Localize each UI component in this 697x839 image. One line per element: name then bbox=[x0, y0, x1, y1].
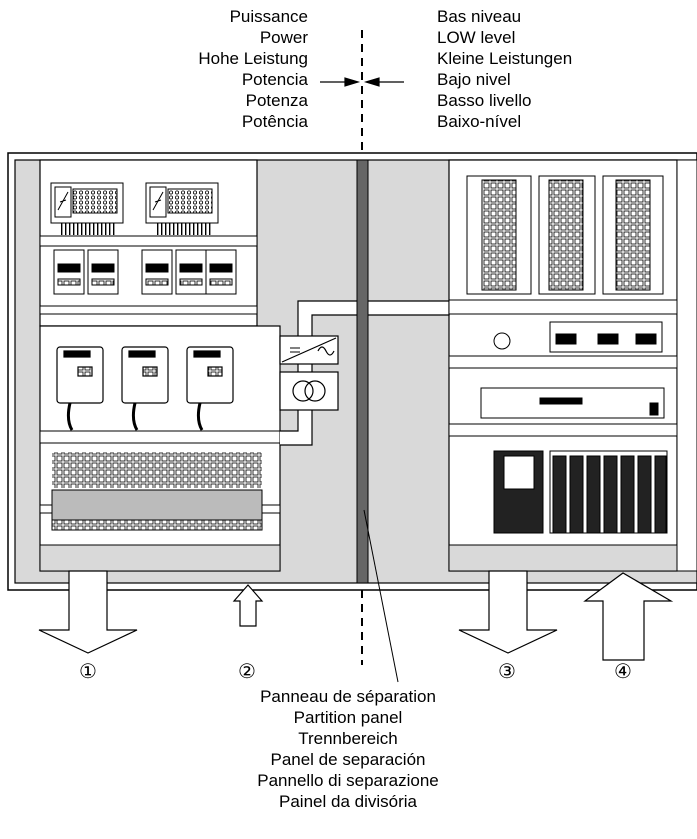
power-label-en: Power bbox=[259, 28, 308, 47]
partition-label-pt: Painel da divisória bbox=[279, 792, 417, 811]
lower-breakers bbox=[51, 452, 263, 531]
power-label-pt: Potência bbox=[241, 112, 308, 131]
power-label-it: Potenza bbox=[245, 91, 308, 110]
partition-label-it: Pannello di separazione bbox=[257, 771, 439, 790]
low-level-labels: Bas niveau LOW level Kleine Leistungen B… bbox=[437, 6, 572, 132]
partition-pointer bbox=[363, 509, 399, 683]
arrow-2-up bbox=[232, 584, 264, 627]
partition-label-fr: Panneau de séparation bbox=[260, 687, 436, 706]
partition-labels: Panneau de séparation Partition panel Tr… bbox=[178, 686, 518, 812]
partition-panel bbox=[356, 159, 369, 584]
terminal-blocks bbox=[466, 175, 664, 295]
power-label-es: Potencia bbox=[241, 70, 308, 89]
low-level-label-it: Basso livello bbox=[437, 91, 532, 110]
low-level-label-de: Kleine Leistungen bbox=[437, 49, 573, 68]
arrow-4-up bbox=[583, 572, 674, 661]
power-labels: Puissance Power Hohe Leistung Potencia P… bbox=[198, 6, 308, 132]
number-4: ④ bbox=[614, 661, 632, 683]
lower-cable-duct bbox=[39, 544, 281, 572]
distance-arrows bbox=[320, 77, 404, 87]
low-level-label-en: LOW level bbox=[437, 28, 516, 47]
number-2: ② bbox=[238, 661, 256, 683]
low-level-label-pt: Baixo-nível bbox=[437, 112, 522, 131]
top-connector-1 bbox=[50, 182, 124, 235]
arrow-3-down bbox=[458, 570, 558, 654]
partition-label-de: Trennbereich bbox=[298, 729, 398, 748]
top-connector-2 bbox=[145, 182, 219, 235]
io-modules bbox=[480, 321, 665, 419]
power-label-fr: Puissance bbox=[229, 7, 308, 26]
converter-module bbox=[279, 335, 339, 365]
drives bbox=[56, 346, 234, 431]
upper-breakers bbox=[53, 249, 237, 295]
partition-label-en: Partition panel bbox=[293, 708, 403, 727]
plc-units bbox=[493, 450, 668, 534]
low-level-label-fr: Bas niveau bbox=[437, 7, 522, 26]
low-level-label-es: Bajo nivel bbox=[437, 70, 511, 89]
transformer bbox=[279, 371, 339, 411]
arrow-1-down bbox=[38, 570, 138, 654]
number-1: ① bbox=[79, 661, 97, 683]
partition-label-es: Panel de separación bbox=[270, 750, 426, 769]
number-3: ③ bbox=[498, 661, 516, 683]
power-label-de: Hohe Leistung bbox=[198, 49, 308, 68]
